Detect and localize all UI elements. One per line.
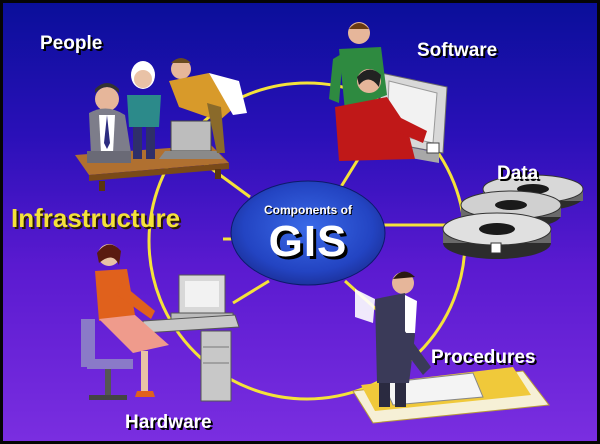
label-procedures: Procedures [431,347,536,368]
people-illustration [75,58,247,191]
label-software: Software [417,40,498,61]
center-label: Components of GIS [231,181,385,285]
center-subtitle: Components of [264,203,352,217]
label-hardware: Hardware [125,412,212,433]
data-illustration [442,174,584,259]
hardware-illustration [81,244,240,402]
diagram-artwork [75,22,584,424]
label-people: People [40,33,103,54]
center-ellipse [230,180,386,286]
procedures-illustration [352,271,550,424]
label-data: Data [497,163,539,184]
software-illustration [329,22,448,163]
center-title: GIS [268,217,348,266]
label-infrastructure: Infrastructure [11,203,181,233]
